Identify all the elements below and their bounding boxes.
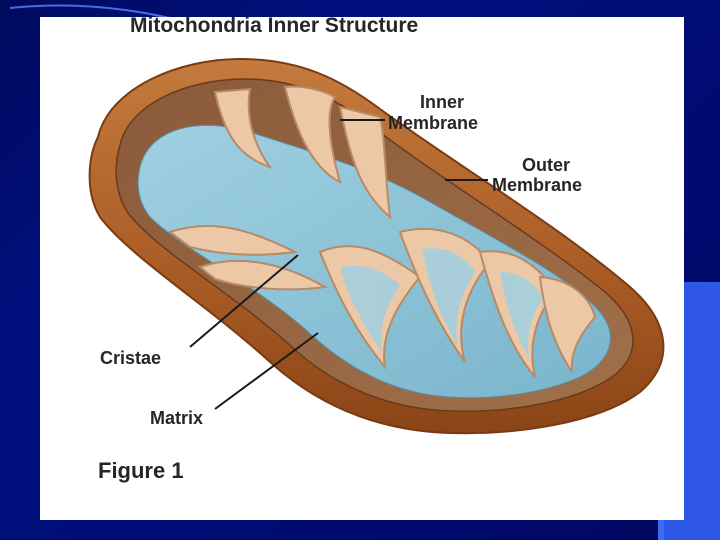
mitochondria-diagram: Mitochondria Inner Structure xyxy=(88,17,665,483)
outer-membrane-label-line1: Outer xyxy=(522,155,570,175)
outer-membrane-label-line2: Membrane xyxy=(492,175,582,195)
matrix-highlights xyxy=(340,248,543,359)
inner-membrane-label-line2: Membrane xyxy=(388,113,478,133)
inner-membrane-label-line1: Inner xyxy=(420,92,464,112)
matrix-label: Matrix xyxy=(150,408,203,428)
corner-accent-arc xyxy=(9,4,171,19)
cristae-label: Cristae xyxy=(100,348,161,368)
figure-caption: Figure 1 xyxy=(98,458,184,483)
leader-lines xyxy=(189,119,488,410)
slide-panel: Mitochondria Inner Structure xyxy=(40,17,684,520)
diagram-title: Mitochondria Inner Structure xyxy=(130,17,418,37)
